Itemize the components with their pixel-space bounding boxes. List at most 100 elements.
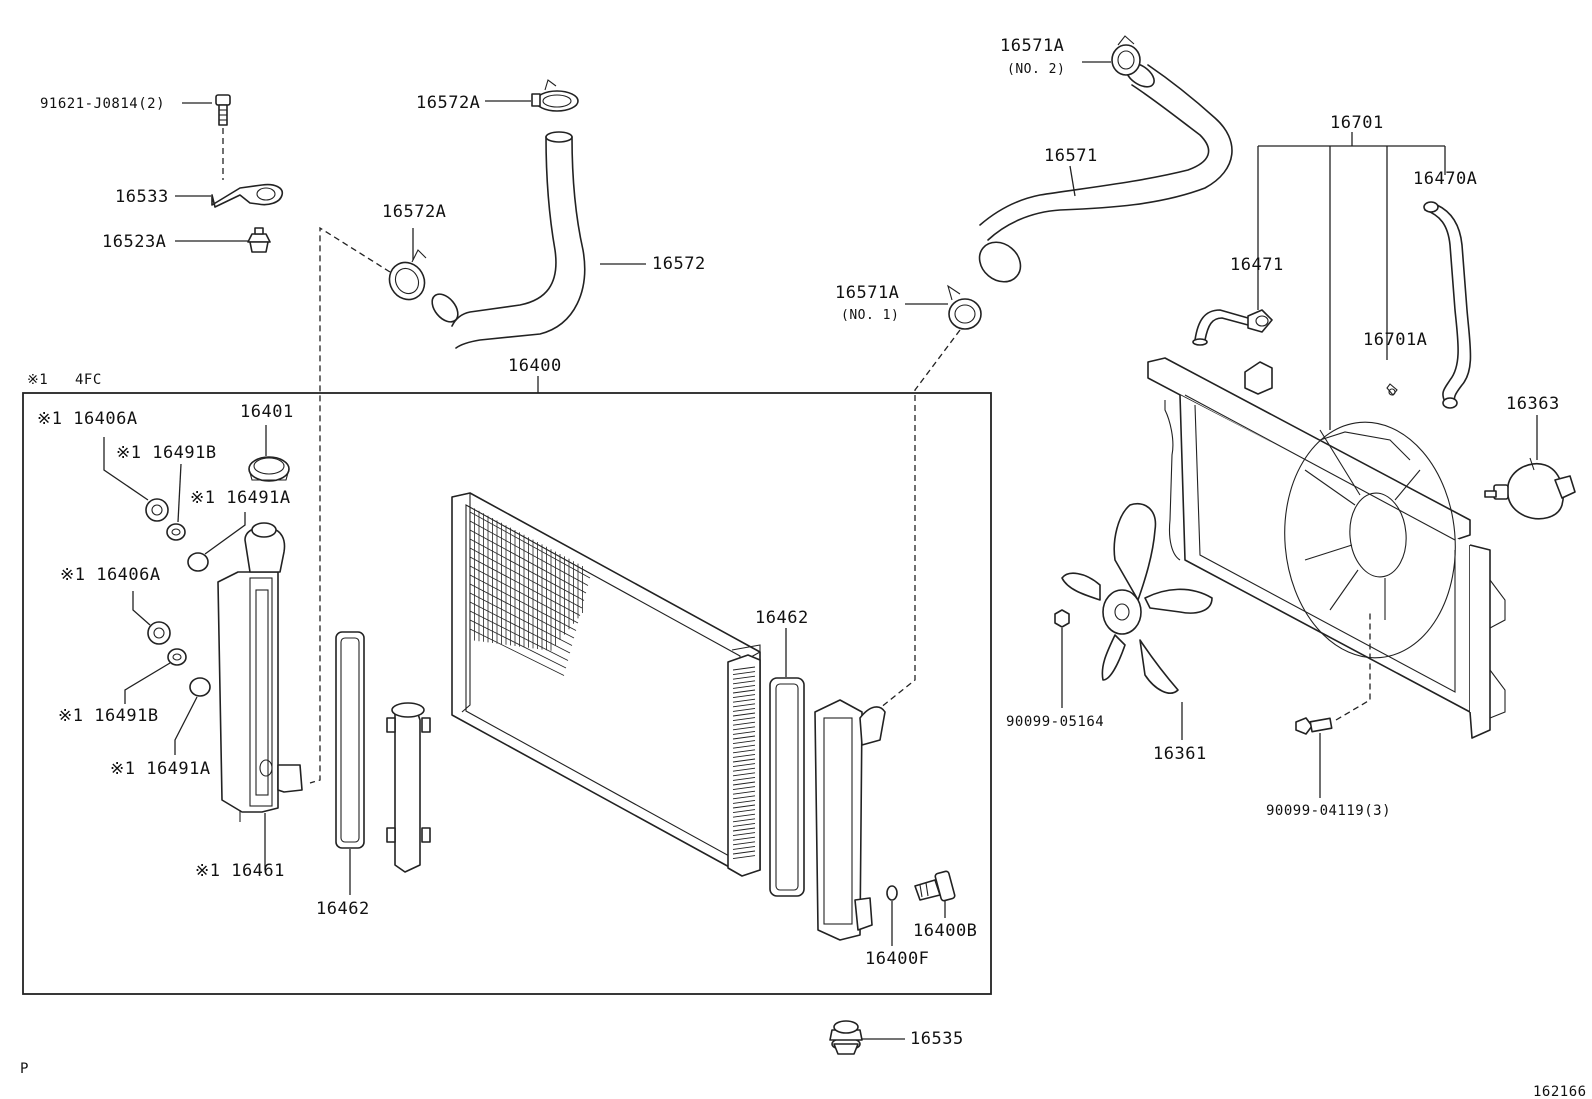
bolt-91621-J0814: [215, 94, 231, 180]
label-16406A-b: ※1 16406A: [60, 565, 161, 585]
hose-16572: [431, 131, 586, 349]
core-tube: [469, 601, 571, 654]
side-rib: [732, 758, 756, 763]
tank-16461: [217, 522, 303, 822]
side-rib: [732, 767, 756, 772]
cap-16401: [248, 456, 290, 482]
side-bracket-left: [386, 702, 431, 873]
side-rib: [732, 795, 756, 800]
label-16400B: 16400B: [913, 921, 978, 941]
label-16571A-no1: 16571A: [835, 283, 900, 303]
label-16571A-no2-sub: (NO. 2): [1007, 62, 1066, 77]
fan-shroud: [1147, 357, 1506, 739]
label-16701: 16701: [1330, 113, 1384, 133]
clamp-16572A-top: [531, 79, 579, 112]
cushion-16523A: [247, 227, 271, 253]
side-rib: [732, 740, 756, 745]
label-16572: 16572: [652, 254, 706, 274]
group-code: 4FC: [74, 372, 102, 388]
label-16363: 16363: [1506, 394, 1560, 414]
label-16491A-b: ※1 16491A: [110, 759, 211, 779]
side-rib: [732, 689, 756, 694]
ring-16491A-a: [187, 552, 209, 572]
cap-16471: [1192, 309, 1273, 346]
side-rib: [732, 809, 756, 814]
side-rib: [732, 726, 756, 731]
label-16400: 16400: [508, 356, 562, 376]
side-rib: [732, 822, 756, 827]
bracket-16701-tree: [1257, 132, 1446, 430]
radiator-core: [451, 492, 761, 875]
side-rib: [732, 684, 756, 689]
core-tube: [469, 538, 585, 601]
label-16535: 16535: [910, 1029, 964, 1049]
side-rib: [732, 707, 756, 712]
label-16533: 16533: [115, 187, 169, 207]
radiator-assembly-box: [22, 392, 992, 995]
side-rib: [732, 744, 756, 749]
side-rib: [732, 753, 756, 758]
cushion-16535: [829, 1020, 863, 1055]
tank-right: [814, 699, 886, 941]
side-rib: [732, 813, 756, 818]
drain-cock-16400B: [914, 870, 956, 902]
ring-16491A-b: [189, 677, 211, 697]
gasket-16462-right: [769, 677, 805, 897]
group-marker: ※1: [27, 372, 49, 388]
side-rib: [732, 776, 756, 781]
label-16491B-a: ※1 16491B: [116, 443, 217, 463]
side-rib: [732, 855, 756, 860]
side-rib: [732, 850, 756, 855]
core-tube: [469, 628, 565, 676]
label-16470A: 16470A: [1413, 169, 1478, 189]
side-rib: [732, 786, 756, 791]
core-tube: [469, 511, 591, 579]
label-16571A-no2: 16571A: [1000, 36, 1065, 56]
label-16571A-no1-sub: (NO. 1): [841, 308, 900, 323]
side-rib: [732, 721, 756, 726]
label-16361: 16361: [1153, 744, 1207, 764]
label-16461: ※1 16461: [195, 861, 285, 881]
label-16462-right: 16462: [755, 608, 809, 628]
radiator-side-core: [727, 654, 761, 877]
core-tube: [469, 619, 567, 669]
side-rib: [732, 772, 756, 777]
label-16572A-mid: 16572A: [382, 202, 447, 222]
side-rib: [732, 680, 756, 685]
label-16572A-top: 16572A: [416, 93, 481, 113]
core-tube: [469, 583, 575, 639]
label-16406A-a: ※1 16406A: [37, 409, 138, 429]
label-16491A-a: ※1 16491A: [190, 488, 291, 508]
bolt-90099-04119: [1295, 717, 1333, 735]
side-rib: [732, 675, 756, 680]
fan-motor-16363: [1484, 457, 1576, 520]
side-rib: [732, 694, 756, 699]
side-rib: [732, 804, 756, 809]
o-ring-16400F: [886, 885, 898, 901]
core-tube: [469, 592, 573, 646]
core-tube: [469, 610, 569, 661]
side-rib: [732, 781, 756, 786]
label-16523A: 16523A: [102, 232, 167, 252]
side-rib: [732, 717, 756, 722]
bracket-16533: [211, 183, 284, 208]
label-91621-J0814: 91621-J0814(2): [40, 96, 166, 112]
label-16401: 16401: [240, 402, 294, 422]
page-code: P: [20, 1061, 29, 1077]
side-rib: [732, 841, 756, 846]
side-rib: [732, 763, 756, 768]
label-group-marker: ※1 4FC: [27, 371, 102, 389]
side-rib: [732, 845, 756, 850]
core-tube: [469, 565, 579, 624]
side-rib: [732, 836, 756, 841]
clamp-16571A-no1: [947, 284, 982, 330]
side-rib: [732, 730, 756, 735]
side-rib: [732, 832, 756, 837]
side-rib: [732, 666, 756, 671]
side-rib: [732, 671, 756, 676]
label-16701A: 16701A: [1363, 330, 1428, 350]
hose-16571: [978, 62, 1233, 283]
side-rib: [732, 827, 756, 832]
